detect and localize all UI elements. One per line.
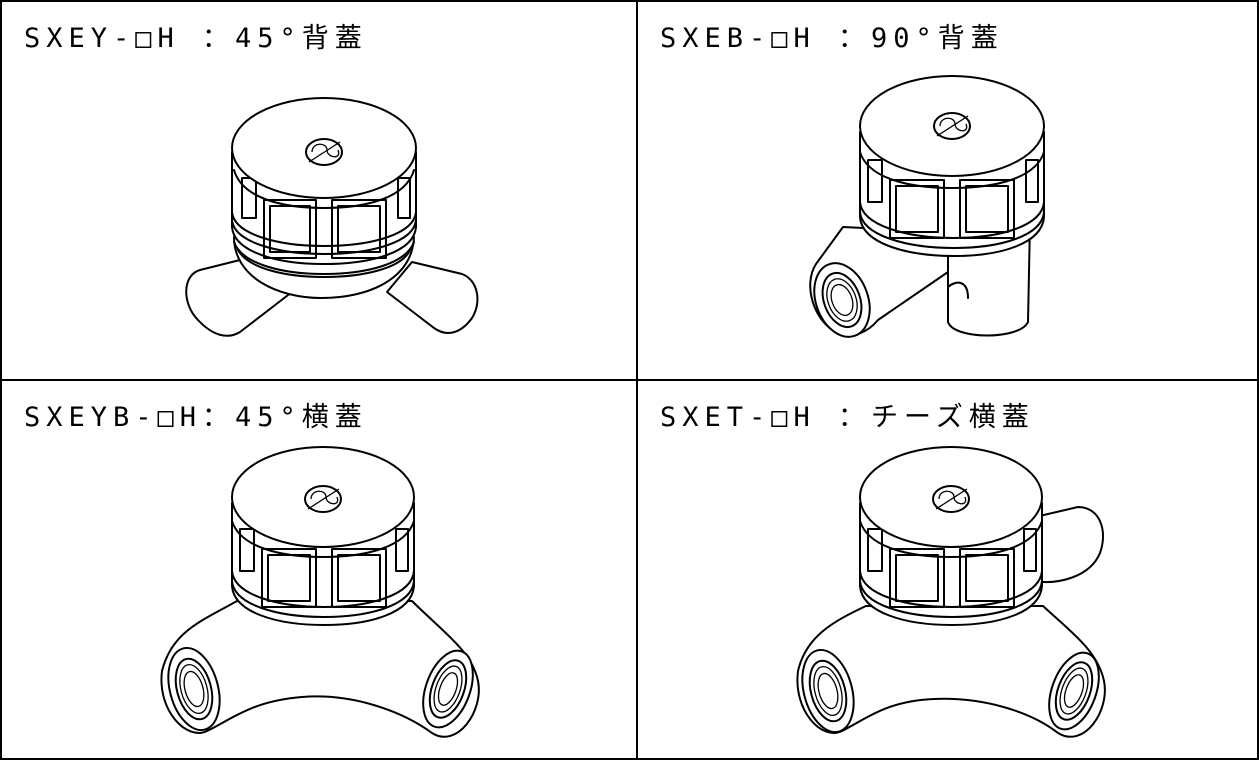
cell-sxet: SXET-□H ：チーズ横蓋 <box>636 379 1259 760</box>
cell-sxeyb: SXEYB-□H：45°横蓋 <box>0 379 638 760</box>
fitting-illustration-sxey <box>185 97 479 337</box>
cell-sxeb: SXEB-□H ：90°背蓋 <box>636 0 1259 381</box>
part-label-sxeyb: SXEYB-□H：45°横蓋 <box>24 402 368 433</box>
part-label-sxet: SXET-□H ：チーズ横蓋 <box>660 402 1035 433</box>
fitting-illustration-sxet <box>796 446 1106 738</box>
cell-sxey: SXEY-□H ：45°背蓋 <box>0 0 638 381</box>
fitting-illustration-sxeb <box>809 75 1045 338</box>
fitting-illustration-sxeyb <box>160 446 480 738</box>
part-label-sxeb: SXEB-□H ：90°背蓋 <box>660 23 1004 54</box>
part-label-sxey: SXEY-□H ：45°背蓋 <box>24 23 368 54</box>
